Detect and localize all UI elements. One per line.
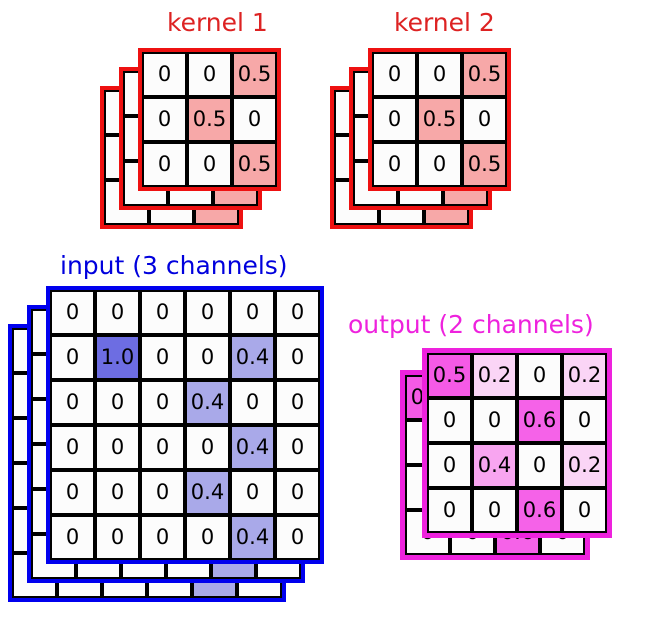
input-cell: 0 — [50, 335, 95, 380]
kernel-2-cell: 0.5 — [417, 97, 462, 142]
input-cell: 1.0 — [95, 335, 140, 380]
kernel-1-cell: 0.5 — [187, 97, 232, 142]
kernel-1-stack: 000.500.50000.5000.500.50000.5000.500.50… — [100, 48, 281, 229]
input-cell: 0 — [185, 425, 230, 470]
input-cell: 0 — [230, 380, 275, 425]
input-cell: 0.4 — [185, 380, 230, 425]
output-cell: 0.4 — [472, 443, 517, 488]
kernel-2-cell: 0 — [372, 97, 417, 142]
kernel-2-title: kernel 2 — [394, 8, 495, 37]
input-cell: 0 — [50, 425, 95, 470]
output-cell: 0 — [517, 443, 562, 488]
input-cell: 0 — [140, 470, 185, 515]
kernel-2-cell: 0 — [372, 142, 417, 187]
output-cell: 0.2 — [562, 353, 607, 398]
input-cell: 0 — [140, 335, 185, 380]
input-cell: 0 — [230, 290, 275, 335]
input-cell: 0 — [140, 380, 185, 425]
input-cell: 0 — [140, 290, 185, 335]
input-cell: 0 — [230, 470, 275, 515]
output-stack: 0.50.200.2000.6000.400.2000.600.50.200.2… — [400, 348, 612, 560]
input-cell: 0 — [185, 515, 230, 560]
input-cell: 0 — [95, 470, 140, 515]
output-cell: 0 — [427, 488, 472, 533]
input-title: input (3 channels) — [60, 251, 288, 280]
output-cell: 0.5 — [427, 353, 472, 398]
output-cell: 0 — [427, 443, 472, 488]
input-cell: 0 — [185, 290, 230, 335]
input-cell: 0 — [140, 515, 185, 560]
input-cell: 0 — [95, 515, 140, 560]
input-cell: 0 — [275, 515, 320, 560]
kernel-1-cell: 0 — [142, 97, 187, 142]
output-cell: 0.2 — [472, 353, 517, 398]
input-cell: 0 — [50, 380, 95, 425]
output-cell: 0 — [517, 353, 562, 398]
kernel-1-cell: 0.5 — [232, 52, 277, 97]
input-cell: 0 — [50, 470, 95, 515]
input-cell: 0 — [50, 515, 95, 560]
output-cell: 0.6 — [517, 488, 562, 533]
output-cell: 0.2 — [562, 443, 607, 488]
kernel-1-cell: 0 — [187, 142, 232, 187]
input-cell: 0.4 — [185, 470, 230, 515]
input-cell: 0 — [95, 425, 140, 470]
output-cell: 0 — [427, 398, 472, 443]
output-cell: 0 — [472, 398, 517, 443]
input-cell: 0 — [185, 335, 230, 380]
kernel-2-cell: 0.5 — [462, 52, 507, 97]
kernel-2-cell: 0 — [462, 97, 507, 142]
input-cell: 0 — [50, 290, 95, 335]
input-cell: 0 — [275, 380, 320, 425]
output-title: output (2 channels) — [348, 310, 594, 339]
kernel-2-cell: 0 — [372, 52, 417, 97]
kernel-2-cell: 0.5 — [462, 142, 507, 187]
kernel-2-cell: 0 — [417, 52, 462, 97]
input-cell: 0 — [140, 425, 185, 470]
kernel-1-cell: 0 — [142, 142, 187, 187]
kernel-1-cell: 0.5 — [232, 142, 277, 187]
input-cell: 0 — [275, 335, 320, 380]
output-cell: 0 — [562, 398, 607, 443]
input-cell: 0 — [275, 290, 320, 335]
input-cell: 0.4 — [230, 515, 275, 560]
output-cell: 0 — [472, 488, 517, 533]
kernel-1-cell: 0 — [142, 52, 187, 97]
input-cell: 0.4 — [230, 335, 275, 380]
kernel-1-title: kernel 1 — [167, 8, 268, 37]
kernel-1-cell: 0 — [232, 97, 277, 142]
kernel-2-cell: 0 — [417, 142, 462, 187]
input-cell: 0.4 — [230, 425, 275, 470]
kernel-2-stack: 000.500.50000.5000.500.50000.5000.500.50… — [330, 48, 511, 229]
input-cell: 0 — [95, 380, 140, 425]
output-cell: 0 — [562, 488, 607, 533]
input-cell: 0 — [275, 470, 320, 515]
kernel-1-cell: 0 — [187, 52, 232, 97]
input-cell: 0 — [95, 290, 140, 335]
input-cell: 0 — [275, 425, 320, 470]
output-cell: 0.6 — [517, 398, 562, 443]
